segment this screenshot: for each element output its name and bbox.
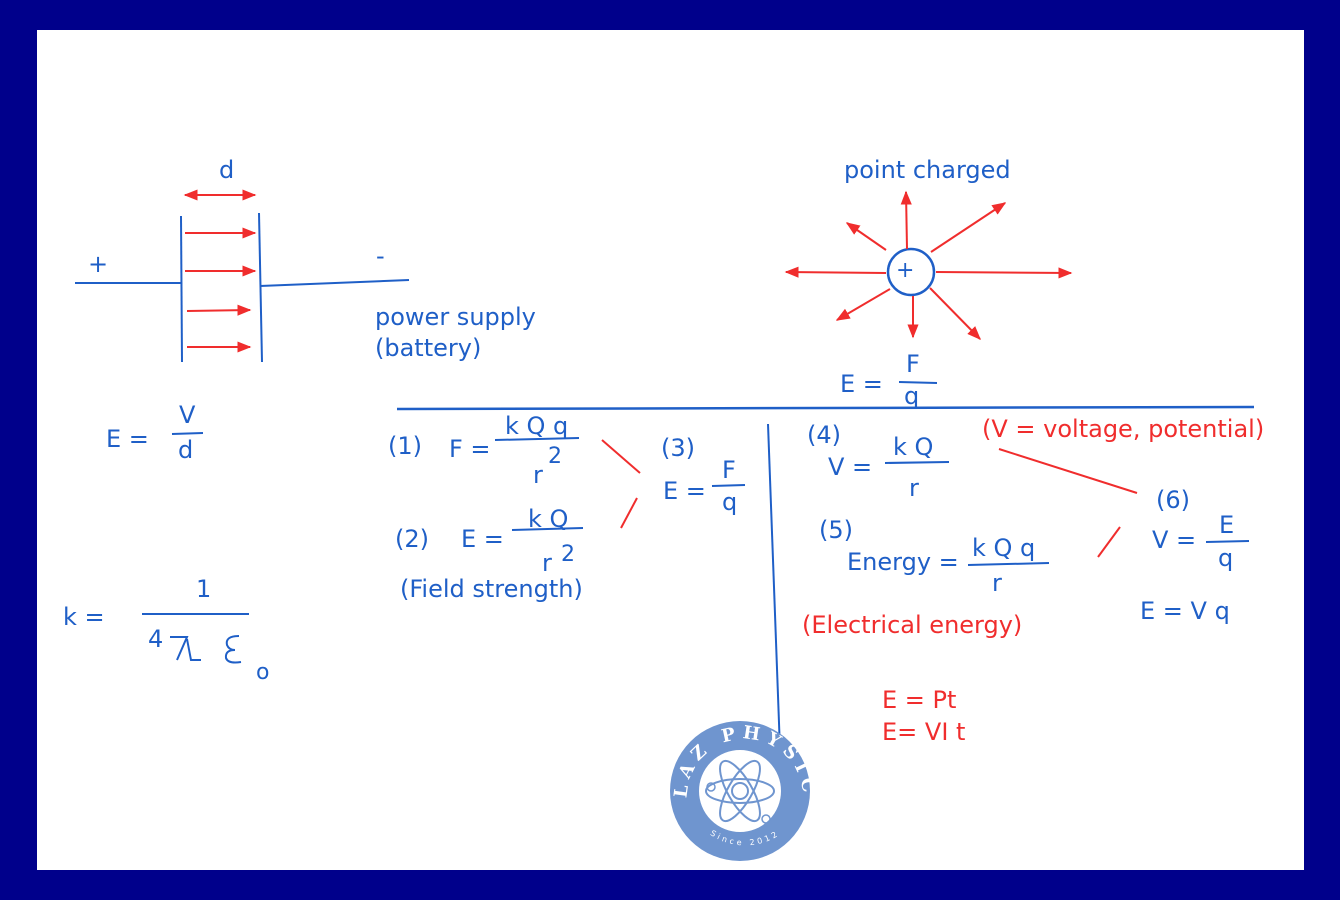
coulomb-constant-lhs: k = — [63, 603, 105, 631]
atom-orbit-icon — [705, 778, 775, 804]
power-supply-label: power supply — [375, 303, 536, 331]
plate-right — [258, 212, 263, 363]
eq4-index: (4) — [807, 421, 841, 449]
capacitor-diagram — [75, 189, 410, 363]
eq6-den: q — [1218, 544, 1234, 572]
eq1-lhs: F = — [449, 435, 491, 463]
eq6-num: E — [1219, 511, 1235, 539]
charge-symbol: + — [896, 258, 915, 283]
pi-symbol — [170, 636, 201, 661]
connector-stroke — [1097, 526, 1121, 558]
epsilon-subscript: o — [256, 660, 270, 685]
point-charge-diagram — [784, 190, 1073, 340]
fraction-bar — [1205, 540, 1250, 543]
fraction-bar — [898, 381, 938, 384]
eq2-den: r — [542, 549, 552, 577]
eq2-lhs: E = — [461, 525, 504, 553]
eq5-den: r — [992, 569, 1002, 597]
atom-electron-icon — [706, 782, 716, 792]
eq2-note: (Field strength) — [400, 575, 583, 603]
eq5-lhs: Energy = — [847, 548, 959, 576]
radial-arrow — [930, 202, 1007, 253]
eq4-lhs: V = — [828, 453, 873, 481]
eq4-note: (V = voltage, potential) — [982, 415, 1265, 443]
eq3-num: F — [722, 456, 736, 484]
battery-label: (battery) — [375, 334, 482, 362]
minus-terminal-label: - — [376, 242, 385, 270]
eq6-index: (6) — [1156, 486, 1190, 514]
radial-arrow — [929, 287, 981, 340]
coulomb-constant-num: 1 — [196, 575, 212, 603]
fraction-bar — [884, 461, 950, 464]
radial-arrow — [935, 267, 1073, 279]
atom-orbit-icon — [719, 759, 761, 823]
point-charge-label: point charged — [844, 156, 1011, 184]
fraction-bar — [494, 437, 580, 441]
point-charge-formula-num: F — [906, 350, 920, 378]
capacitor-formula-lhs: E = — [106, 425, 149, 453]
radial-arrow — [835, 288, 891, 321]
eq5-num: k Q q — [972, 534, 1036, 562]
connector-stroke — [601, 439, 641, 474]
eq3-lhs: E = — [663, 477, 706, 505]
eq3-index: (3) — [661, 434, 695, 462]
charge-circle — [886, 247, 936, 297]
eq6-lhs: V = — [1152, 526, 1197, 554]
eq2-exponent: 2 — [561, 542, 575, 567]
eq1-index: (1) — [388, 432, 422, 460]
connector-stroke — [998, 448, 1138, 494]
vertical-divider — [767, 423, 781, 751]
eq6-derived: E = V q — [1140, 597, 1230, 625]
fraction-bar — [171, 432, 204, 435]
plate-left — [180, 215, 183, 363]
point-charge-formula-den: q — [904, 382, 920, 410]
eq5-note: (Electrical energy) — [802, 611, 1023, 639]
plus-terminal-label: + — [88, 250, 109, 278]
connector-stroke — [620, 497, 638, 529]
eq3-den: q — [722, 488, 738, 516]
horizontal-divider — [396, 405, 1255, 411]
radial-arrow — [900, 190, 912, 250]
capacitor-formula-num: V — [179, 401, 196, 429]
fraction-bar — [511, 527, 584, 531]
eq1-num: k Q q — [505, 412, 569, 440]
atom-nucleus-icon — [731, 782, 749, 800]
eq5-index: (5) — [819, 516, 853, 544]
radial-arrow — [784, 266, 887, 278]
eq2-num: k Q — [528, 505, 569, 533]
point-charge-formula-lhs: E = — [840, 370, 883, 398]
power-equation-1: E = Pt — [882, 686, 957, 714]
capacitor-formula-den: d — [178, 436, 194, 464]
power-equation-2: E= VI t — [882, 718, 966, 746]
eq4-num: k Q — [893, 433, 934, 461]
eq4-den: r — [909, 474, 919, 502]
eq1-den: r — [533, 461, 543, 489]
wire-right — [259, 279, 410, 287]
radial-arrow — [845, 222, 887, 251]
atom-electron-icon — [761, 814, 771, 824]
eq1-exponent: 2 — [548, 444, 562, 469]
fraction-bar — [967, 562, 1050, 566]
coulomb-constant-den: 4 — [148, 625, 164, 653]
fraction-bar — [711, 484, 746, 487]
atom-orbit-icon — [719, 759, 761, 823]
field-arrow — [186, 304, 252, 316]
eq2-index: (2) — [395, 525, 429, 553]
gap-label: d — [219, 156, 235, 184]
epsilon-symbol — [224, 635, 242, 664]
